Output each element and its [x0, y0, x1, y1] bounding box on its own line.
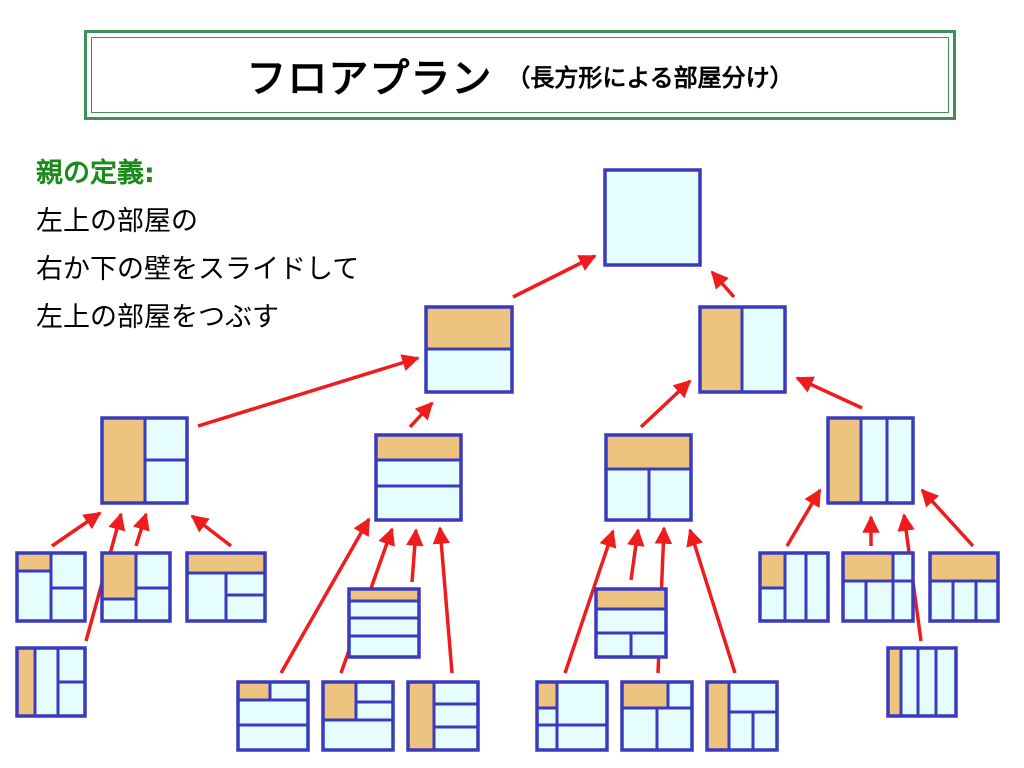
arrows-layer	[51, 254, 975, 674]
outer-wall	[424, 305, 514, 394]
parent-arrow	[512, 254, 597, 299]
floorplan-leaf-b4	[406, 680, 480, 752]
page-title: フロアプラン	[246, 56, 493, 102]
parent-arrow	[920, 488, 975, 548]
floorplan-leaf-d4	[886, 646, 958, 718]
highlighted-room	[930, 553, 998, 581]
floorplan-level2-a	[100, 416, 189, 505]
outer-wall	[374, 433, 463, 522]
highlighted-room	[888, 648, 901, 716]
floorplan-leaf-b1	[347, 587, 421, 659]
room-area	[605, 170, 700, 265]
floorplan-level2-b	[374, 433, 463, 522]
highlighted-room	[622, 682, 668, 708]
parent-arrow	[785, 488, 822, 547]
outer-wall	[100, 551, 172, 623]
floorplan-leaf-a3	[185, 551, 267, 623]
outer-wall	[321, 680, 395, 752]
floorplan-leaf-a4	[15, 646, 87, 718]
highlighted-room	[376, 435, 461, 460]
highlighted-room	[606, 435, 691, 469]
outer-wall	[185, 551, 267, 623]
outer-wall	[826, 416, 915, 505]
outer-wall	[620, 680, 694, 752]
floorplan-leaf-b2	[236, 680, 310, 752]
definition-line-3: 左上の部屋をつぶす	[36, 302, 279, 333]
page-subtitle: （長方形による部屋分け）	[506, 63, 794, 92]
highlighted-room	[349, 589, 419, 601]
outer-wall	[758, 551, 830, 623]
outer-wall	[100, 416, 189, 505]
floorplan-root	[603, 168, 702, 267]
outer-wall	[406, 680, 480, 752]
floorplan-leaf-b3	[321, 680, 395, 752]
floorplan-level2-d	[826, 416, 915, 505]
highlighted-room	[323, 682, 356, 720]
highlighted-room	[408, 682, 434, 750]
title-frame: フロアプラン （長方形による部屋分け）	[91, 37, 949, 113]
highlighted-room	[700, 307, 742, 392]
highlighted-room	[17, 648, 35, 716]
outer-wall	[841, 551, 915, 623]
parent-arrow	[190, 514, 233, 548]
outer-wall	[604, 433, 693, 522]
highlighted-room	[17, 553, 51, 571]
floorplan-leaf-d2	[841, 551, 915, 623]
highlighted-room	[596, 589, 666, 609]
highlighted-room	[537, 682, 557, 708]
outer-wall	[347, 587, 421, 659]
highlighted-room	[828, 418, 861, 503]
outer-wall	[886, 646, 958, 718]
parent-arrow	[197, 354, 420, 428]
floorplan-leaf-a1	[15, 551, 87, 623]
title-box: フロアプラン （長方形による部屋分け）	[84, 30, 956, 120]
definition-text: 親の定義: 左上の部屋の 右か下の壁をスライドして 左上の部屋をつぶす	[36, 150, 359, 342]
floorplan-leaf-d3	[928, 551, 1000, 623]
highlighted-room	[426, 307, 512, 349]
floorplan-leaf-c1	[594, 587, 668, 659]
floorplan-leaf-c2	[535, 680, 609, 752]
floorplan-leaf-d1	[758, 551, 830, 623]
floorplan-level2-c	[604, 433, 693, 522]
floorplan-leaf-c3	[620, 680, 694, 752]
outer-wall	[15, 646, 87, 718]
definition-heading: 親の定義:	[36, 158, 155, 189]
highlighted-room	[760, 553, 785, 588]
floorplan-leaf-c4	[705, 680, 779, 752]
parent-arrow	[432, 526, 454, 674]
highlighted-room	[102, 553, 136, 599]
parent-arrow	[279, 517, 371, 674]
outer-wall	[603, 168, 702, 267]
outer-wall	[15, 551, 87, 623]
plans-layer	[15, 168, 1000, 752]
parent-arrow	[710, 270, 736, 299]
parent-arrow	[795, 376, 863, 410]
highlighted-room	[102, 418, 145, 503]
parent-arrow	[563, 529, 617, 674]
parent-arrow	[627, 528, 645, 581]
parent-arrow	[686, 528, 737, 674]
highlighted-room	[238, 682, 270, 700]
definition-line-1: 左上の部屋の	[36, 206, 198, 237]
floorplan-leaf-a2	[100, 551, 172, 623]
highlighted-room	[707, 682, 729, 750]
highlighted-room	[843, 553, 893, 581]
outer-wall	[705, 680, 779, 752]
parent-arrow	[132, 512, 150, 547]
outer-wall	[535, 680, 609, 752]
outer-wall	[594, 587, 668, 659]
parent-arrow	[406, 528, 424, 583]
floorplan-level1-left	[424, 305, 514, 394]
outer-wall	[698, 305, 787, 394]
outer-wall	[236, 680, 310, 752]
definition-line-2: 右か下の壁をスライドして	[36, 254, 360, 285]
outer-wall	[928, 551, 1000, 623]
parent-arrow	[639, 379, 692, 429]
floorplan-level1-right	[698, 305, 787, 394]
parent-arrow	[408, 401, 434, 429]
parent-arrow	[51, 511, 102, 548]
highlighted-room	[187, 553, 265, 573]
